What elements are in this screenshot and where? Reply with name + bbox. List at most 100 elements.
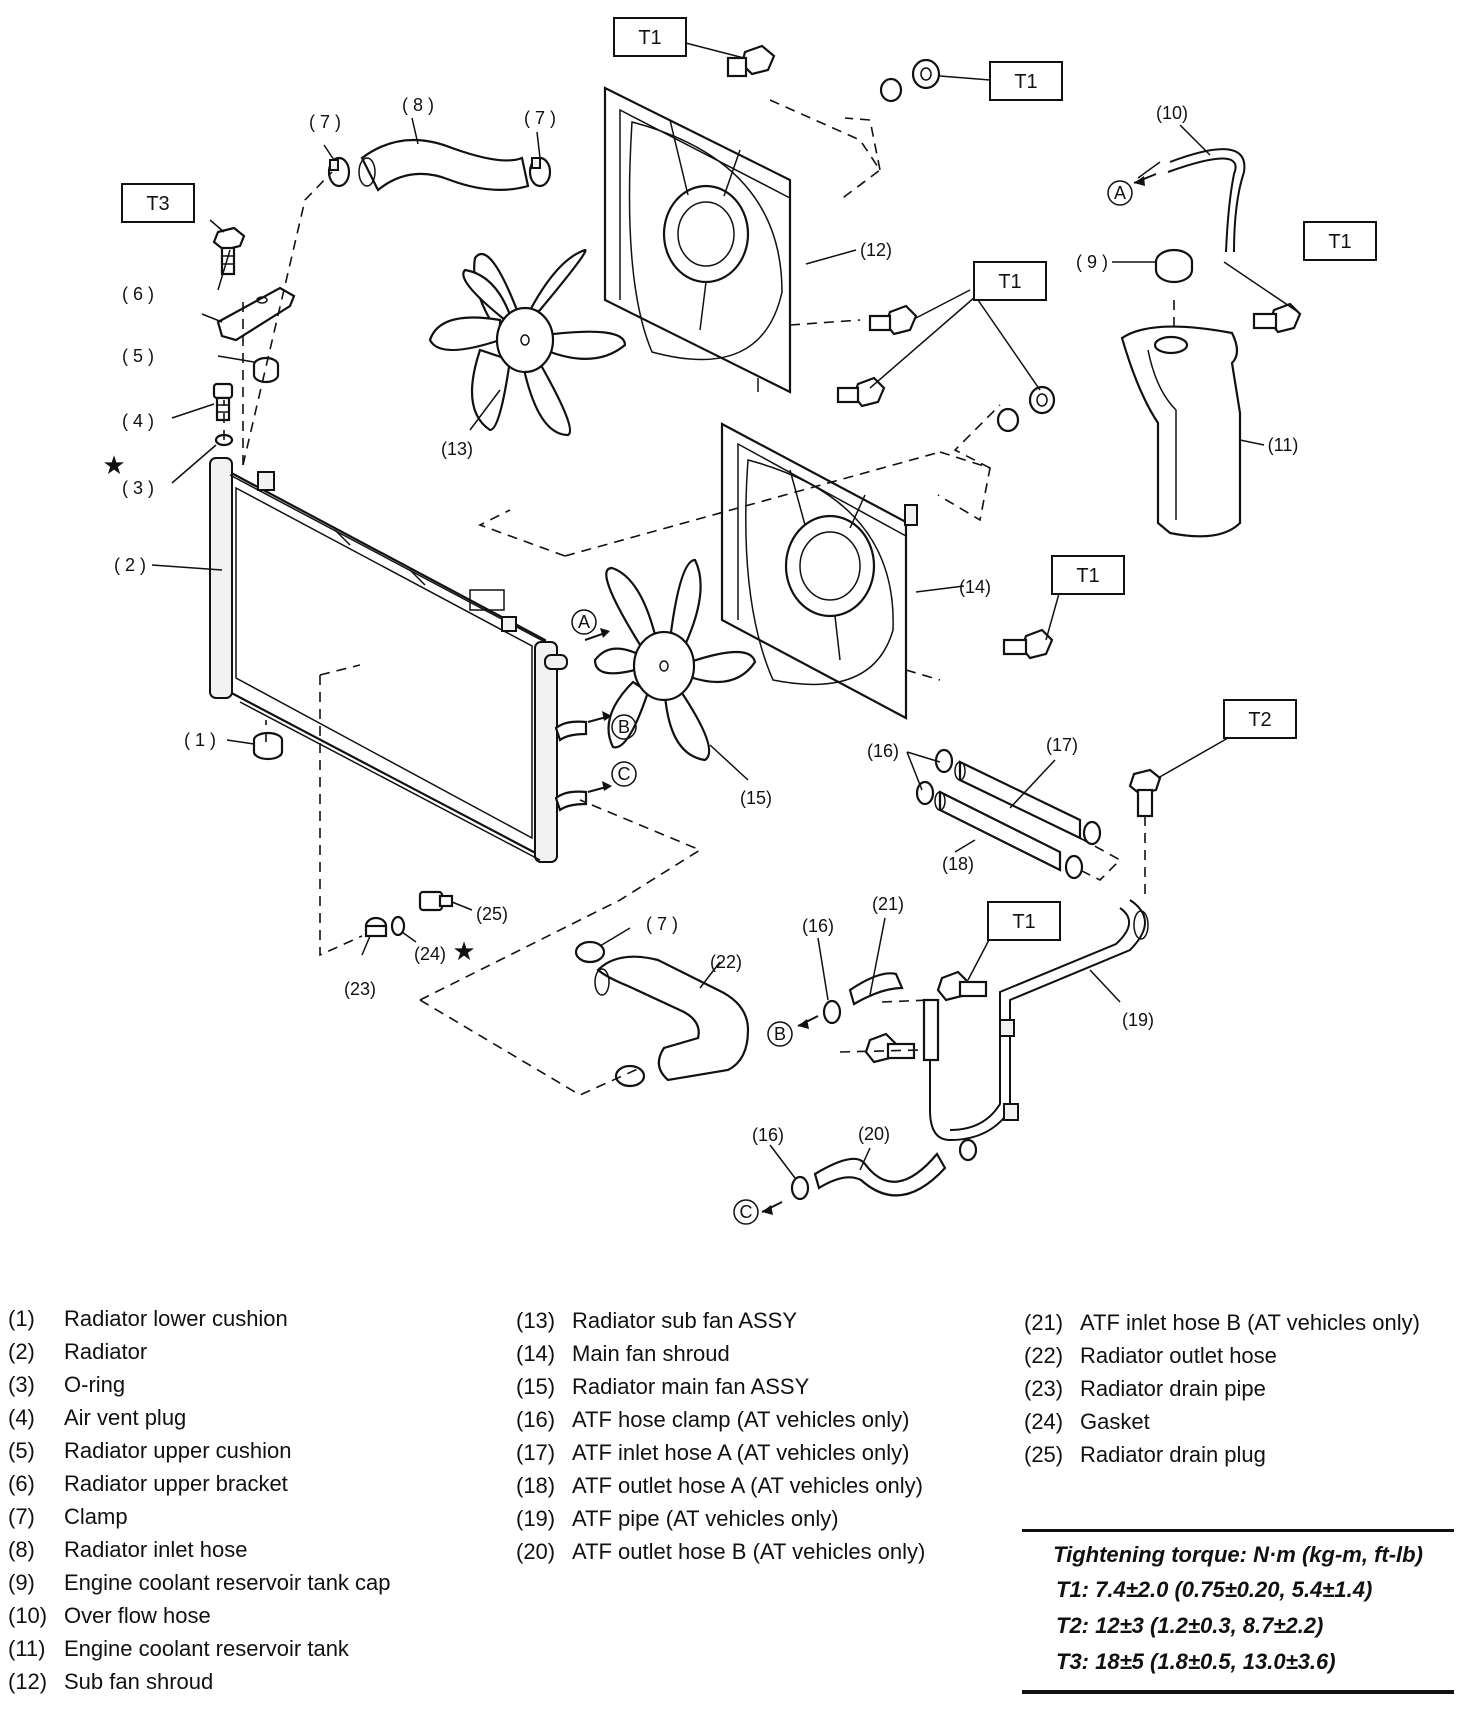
- radiator-main-fan: [593, 558, 757, 762]
- svg-text:B: B: [774, 1024, 786, 1044]
- callout-9: ( 9 ): [1076, 252, 1108, 272]
- part-callouts: ( 1 ) ( 2 ) ( 3 ) ( 4 ) ( 5 ) ( 6 ) ( 7 …: [114, 95, 1298, 1145]
- legend-item-label: Radiator drain pipe: [1080, 1376, 1266, 1401]
- svg-text:B: B: [618, 717, 630, 737]
- over-flow-hose: [1167, 148, 1246, 253]
- connector-b: B: [611, 714, 637, 740]
- legend-item-label: Radiator drain plug: [1080, 1442, 1266, 1467]
- callout-6: ( 6 ): [122, 284, 154, 304]
- legend-item-label: Radiator main fan ASSY: [572, 1374, 810, 1399]
- legend-item-label: Radiator inlet hose: [64, 1537, 248, 1562]
- legend-item-label: Radiator sub fan ASSY: [572, 1308, 798, 1333]
- legend-item-label: ATF pipe (AT vehicles only): [572, 1506, 839, 1531]
- radiator-drain-pipe: [364, 916, 388, 938]
- legend-item-number: (22): [1024, 1343, 1064, 1368]
- callout-12: (12): [860, 240, 892, 260]
- callout-8: ( 8 ): [402, 95, 434, 115]
- exploded-parts-diagram: T1 T1 T1 T1 T1 T1 T2 T3 A A B B: [102, 17, 1377, 1225]
- torque-box-t3: T3: [121, 183, 195, 223]
- svg-text:C: C: [618, 764, 631, 784]
- radiator-drain-plug: [418, 890, 454, 912]
- legend-item-label: Radiator upper cushion: [64, 1438, 292, 1463]
- legend-item-number: (4): [8, 1405, 35, 1430]
- legend-item: (23)Radiator drain pipe: [1024, 1372, 1454, 1405]
- legend-item-label: ATF outlet hose B (AT vehicles only): [572, 1539, 926, 1564]
- air-vent-plug: [212, 382, 234, 422]
- legend-item-number: (1): [8, 1306, 35, 1331]
- t1-bolts-lower: [864, 970, 988, 1162]
- connector-c: C: [733, 1199, 759, 1225]
- atf-outlet-hose-a: [934, 790, 1062, 872]
- callout-5: ( 5 ): [122, 346, 154, 366]
- torque-box-t1: T1: [987, 901, 1061, 941]
- callout-20: (20): [858, 1124, 890, 1144]
- torque-row-t2: T2: 12±3 (1.2±0.3, 8.7±2.2): [1056, 1613, 1324, 1638]
- legend-item-label: Radiator outlet hose: [1080, 1343, 1277, 1368]
- legend-item: (5) Radiator upper cushion: [8, 1434, 408, 1467]
- callout-21: (21): [872, 894, 904, 914]
- legend-item: (4)Air vent plug: [8, 1401, 408, 1434]
- callout-17: (17): [1046, 735, 1078, 755]
- torque-box-t1: T1: [989, 61, 1063, 101]
- gasket: [390, 915, 406, 937]
- callout-7: ( 7 ): [309, 112, 341, 132]
- legend-item: (21) ATF inlet hose B (AT vehicles only): [1024, 1306, 1454, 1339]
- legend-item-number: (6): [8, 1471, 35, 1496]
- atf-outlet-hose-b: [790, 1152, 947, 1201]
- torque-box-t1: T1: [973, 261, 1047, 301]
- t2-bolt: [1128, 768, 1162, 818]
- radiator-outlet-hose: [594, 955, 750, 1082]
- legend-item-label: ATF hose clamp (AT vehicles only): [572, 1407, 910, 1432]
- legend-item-label: Radiator upper bracket: [64, 1471, 288, 1496]
- legend-item: (22) Radiator outlet hose: [1024, 1339, 1454, 1372]
- legend-item-label: Engine coolant reservoir tank: [64, 1636, 349, 1661]
- legend-item-number: (8): [8, 1537, 35, 1562]
- svg-text:C: C: [740, 1202, 753, 1222]
- svg-text:T2: T2: [1248, 709, 1271, 731]
- radiator-inlet-hose: [358, 138, 530, 192]
- torque-row-t3: T3: 18±5 (1.8±0.5, 13.0±3.6): [1056, 1649, 1336, 1674]
- legend-item-label: Sub fan shroud: [64, 1669, 214, 1694]
- legend-item-label: O-ring: [64, 1372, 126, 1397]
- legend-item-number: (5): [8, 1438, 35, 1463]
- radiator-upper-cushion: [252, 356, 280, 384]
- legend-item: (11)Engine coolant reservoir tank: [8, 1632, 408, 1665]
- legend-item-label: Engine coolant reservoir tank cap: [64, 1570, 391, 1595]
- torque-box-t1: T1: [613, 17, 687, 57]
- legend-item-number: (21): [1024, 1310, 1064, 1335]
- svg-text:T1: T1: [1328, 231, 1351, 253]
- callout-13: (13): [441, 439, 473, 459]
- legend-item: (7)Clamp: [8, 1500, 408, 1533]
- engine-coolant-reservoir-tank: [1120, 325, 1242, 538]
- legend-item: (3)O-ring: [8, 1368, 408, 1401]
- clamp: [327, 156, 351, 188]
- legend-column-1: (1)Radiator lower cushion(2)Radiator(3)O…: [8, 1302, 408, 1698]
- legend-item-number: (18): [516, 1473, 556, 1498]
- t1-bolts-upper: [726, 44, 1302, 660]
- legend-item: (18)ATF outlet hose A (AT vehicles only): [516, 1469, 936, 1502]
- legend-item: (2)Radiator: [8, 1335, 408, 1368]
- engine-coolant-reservoir-tank-cap: [1154, 248, 1194, 284]
- connector-c: C: [611, 761, 637, 787]
- clamp: [528, 156, 552, 188]
- callout-14: (14): [959, 577, 991, 597]
- callout-1: ( 1 ): [184, 730, 216, 750]
- legend-item-label: Radiator: [64, 1339, 148, 1364]
- legend-item-label: ATF inlet hose B (AT vehicles only): [1080, 1310, 1420, 1335]
- svg-text:A: A: [1114, 183, 1126, 203]
- atf-pipe: [929, 899, 1149, 1142]
- legend-item: (13)Radiator sub fan ASSY: [516, 1304, 936, 1337]
- connector-b: B: [767, 1021, 793, 1047]
- callout-7: ( 7 ): [646, 914, 678, 934]
- legend-item: (9)Engine coolant reservoir tank cap: [8, 1566, 408, 1599]
- radiator-lower-cushion: [252, 731, 284, 761]
- t3-bolt: [212, 226, 246, 276]
- clamp: [574, 940, 646, 1088]
- callout-18: (18): [942, 854, 974, 874]
- legend-item: (1)Radiator lower cushion: [8, 1302, 408, 1335]
- legend-item: (15)Radiator main fan ASSY: [516, 1370, 936, 1403]
- star-mark: ★: [452, 936, 475, 966]
- svg-text:T1: T1: [638, 27, 661, 49]
- main-fan-shroud: [720, 422, 918, 720]
- legend-item-label: Main fan shroud: [572, 1341, 730, 1366]
